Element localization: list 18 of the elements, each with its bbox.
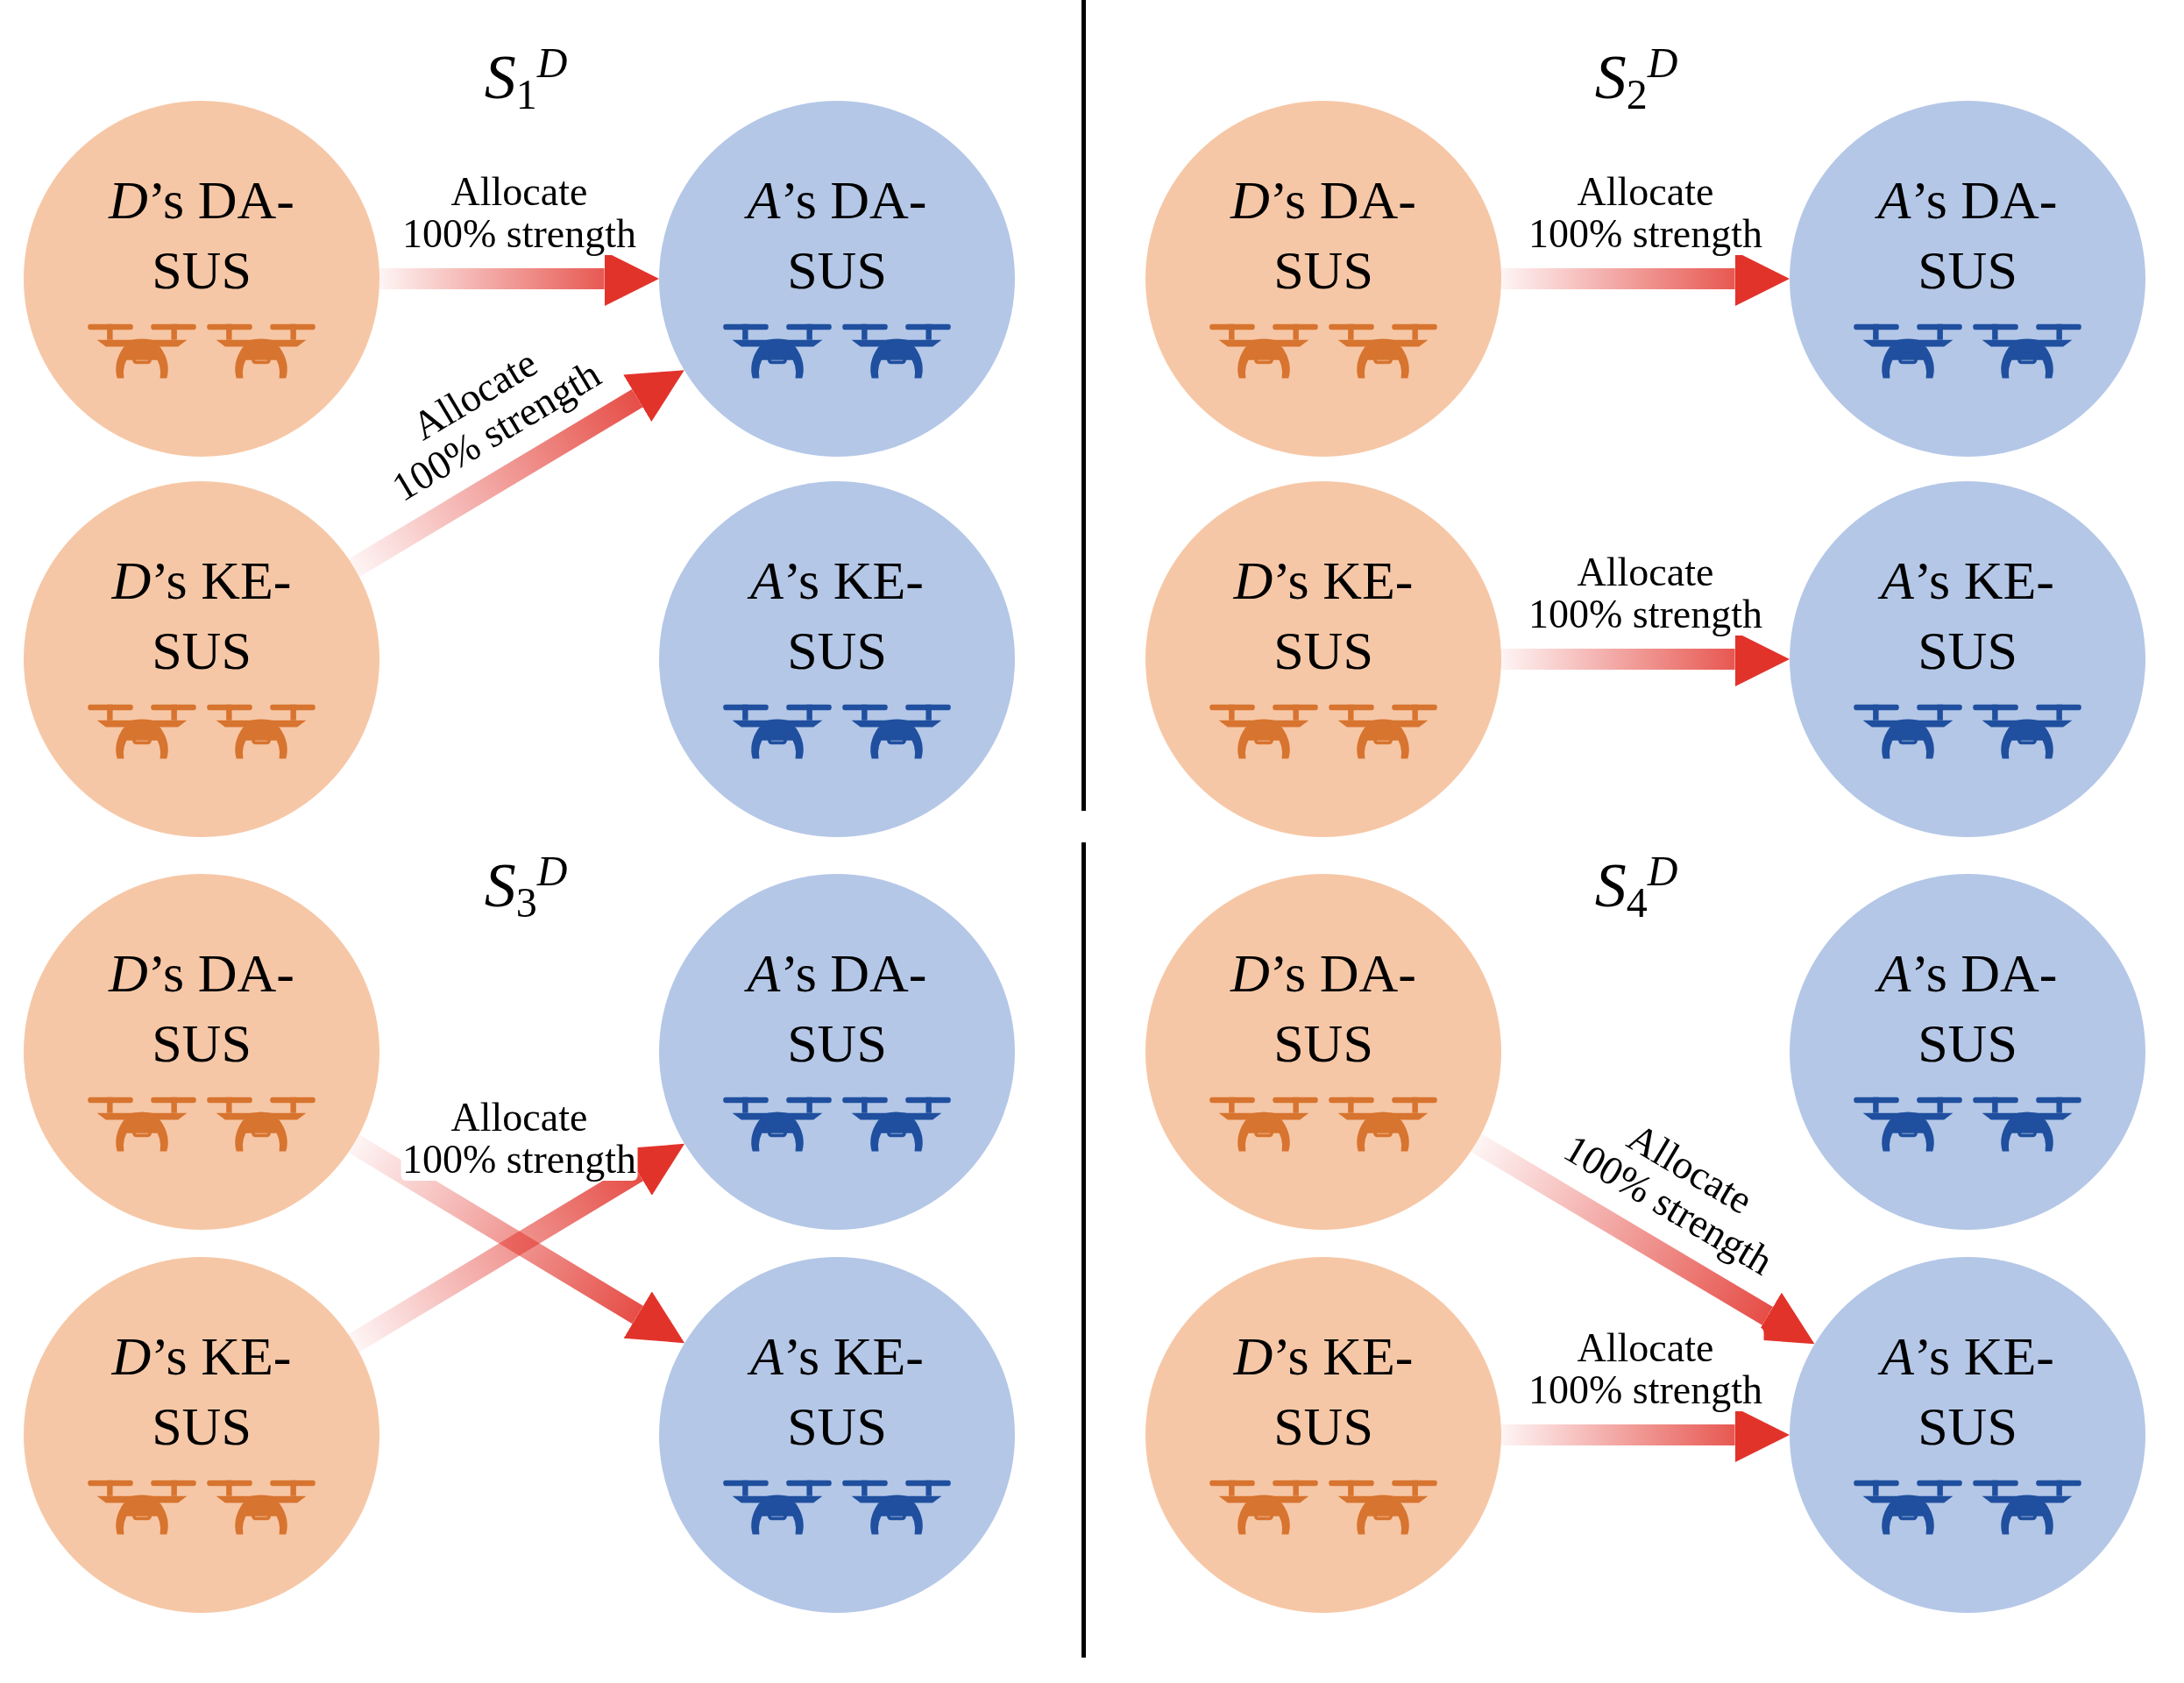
node-label: A’s DA-SUS xyxy=(1859,165,2076,305)
node-label: A’s DA-SUS xyxy=(728,938,946,1078)
arrow xyxy=(1471,1133,1815,1345)
node-label: A’s KE-SUS xyxy=(1859,545,2076,685)
node-label: D’s KE-SUS xyxy=(1232,1325,1415,1458)
node-label: D’s DA-SUS xyxy=(107,169,295,302)
node-label: A’s KE-SUS xyxy=(728,1321,946,1461)
node-label: D’s DA-SUS xyxy=(107,942,295,1075)
node-label: A’s DA-SUS xyxy=(728,165,946,305)
node-label: D’s KE-SUS xyxy=(1232,550,1415,682)
node-label: D’s DA-SUS xyxy=(1229,942,1417,1075)
node-label: A’s KE-SUS xyxy=(1859,1321,2076,1461)
arrow xyxy=(349,370,684,578)
node-label: A’s DA-SUS xyxy=(1859,938,2076,1078)
node-label: D’s DA-SUS xyxy=(1229,169,1417,302)
node-label: D’s KE-SUS xyxy=(110,1325,293,1458)
node-label: D’s KE-SUS xyxy=(110,550,293,682)
node-label: A’s KE-SUS xyxy=(728,545,946,685)
